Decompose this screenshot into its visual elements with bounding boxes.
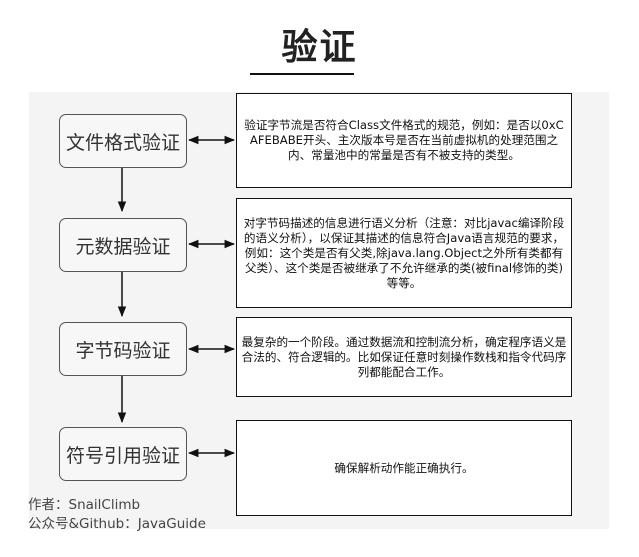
- footer-account: 公众号&Github：JavaGuide: [28, 516, 206, 532]
- desc-metadata: 对字节码描述的信息进行语义分析（注意：对比javac编译阶段的语义分析），以保证…: [236, 198, 572, 308]
- footer-author: 作者：SnailClimb: [28, 497, 141, 513]
- desc-symbol-reference: 确保解析动作能正确执行。: [236, 420, 572, 516]
- desc-bytecode: 最复杂的一个阶段。通过数据流和控制流分析，确定程序语义是合法的、符合逻辑的。比如…: [236, 317, 572, 397]
- title-underline: [250, 73, 354, 75]
- step-symbol-reference: 符号引用验证: [59, 427, 187, 481]
- diagram-title: 验证: [281, 27, 358, 68]
- step-file-format: 文件格式验证: [59, 114, 187, 168]
- desc-file-format: 验证字节流是否符合Class文件格式的规范，例如：是否以0xCAFEBABE开头…: [236, 93, 572, 188]
- step-metadata: 元数据验证: [59, 218, 187, 272]
- step-bytecode: 字节码验证: [59, 322, 187, 376]
